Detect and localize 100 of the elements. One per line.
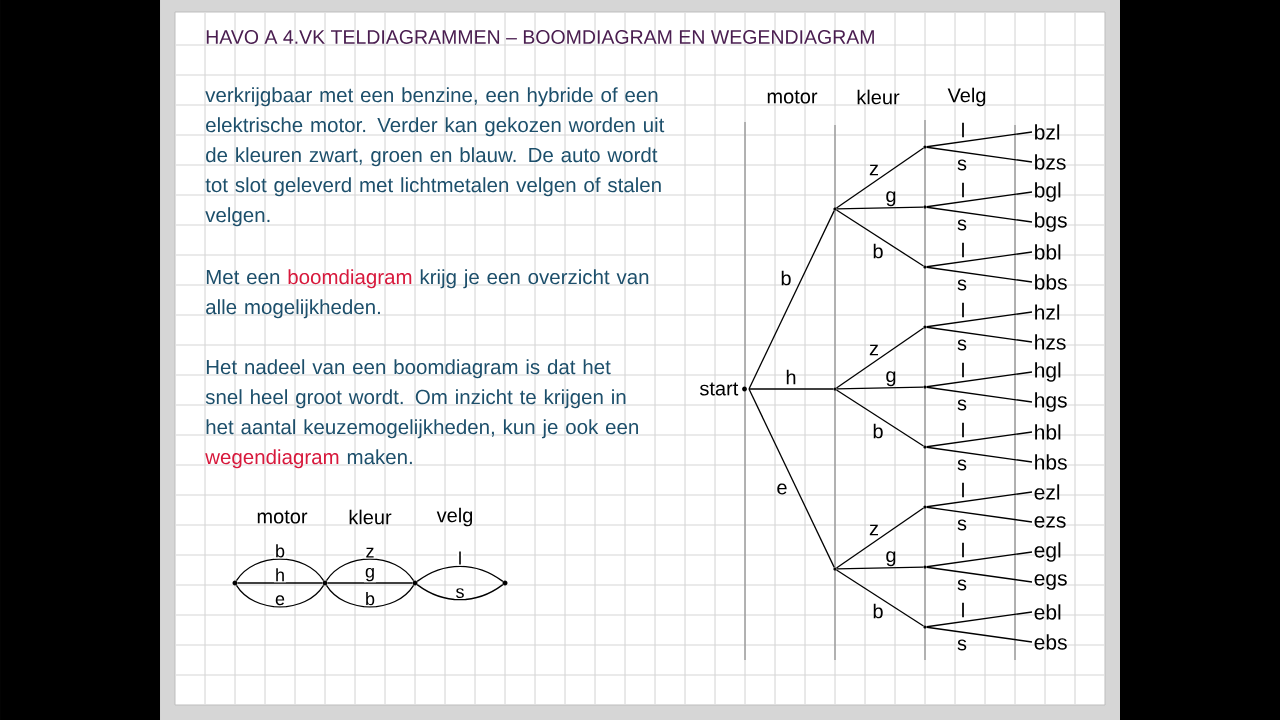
outcome-label: hbl (1035, 424, 1061, 440)
outcome-label: bgl (1035, 182, 1061, 202)
edge-label: b (873, 423, 883, 439)
branch-line (836, 566, 924, 570)
branch-line (926, 191, 1033, 208)
edge-label: z (364, 546, 376, 559)
branch-point (923, 385, 927, 389)
outcome-label: bbs (1035, 274, 1067, 290)
edge-label: s (957, 339, 967, 351)
branch-line (926, 251, 1033, 268)
paragraph: verkrijgbaar met een benzine, een hybride of een elektrische motor. Verder kan gekozen worden uit de kleuren zwart, groen en blauw. De auto wordt tot slot geleverd met lichtmetalen velgen of stalen velgen. (205, 87, 665, 227)
edge-label: l (962, 182, 964, 198)
branch-line (748, 388, 834, 390)
branch-point (833, 207, 837, 211)
route-line (325, 558, 415, 582)
edge-label: h (786, 369, 796, 385)
branch-line (926, 371, 1033, 388)
edge-label: l (457, 550, 463, 566)
branch-line (926, 611, 1033, 628)
outcome-label: ebl (1034, 604, 1061, 620)
edge-label: l (962, 242, 964, 258)
branch-point (923, 145, 927, 149)
branch-line (835, 507, 925, 569)
edge-label: z (869, 164, 878, 176)
edge-label: l (962, 122, 964, 138)
outcome-label: ezl (1034, 484, 1060, 500)
outcome-label: bbl (1035, 244, 1061, 260)
branch-line (748, 209, 835, 390)
branch-line (926, 206, 1033, 223)
outcome-label: bzl (1035, 124, 1060, 140)
edge-label: z (869, 524, 878, 536)
edge-label: s (454, 587, 466, 599)
branch-line (926, 386, 1033, 403)
edge-label: g (886, 371, 896, 387)
branch-point (833, 567, 837, 571)
branch-line (926, 431, 1033, 448)
branch-line (835, 389, 925, 447)
branch-line (835, 327, 925, 389)
branch-point (923, 325, 927, 329)
edge-label: s (957, 399, 967, 411)
branch-point (923, 265, 927, 269)
edge-label: z (869, 344, 878, 356)
outcome-label: ezs (1034, 516, 1066, 528)
outcome-label: egs (1034, 574, 1067, 590)
edge-label: b (274, 543, 286, 559)
edge-label: l (962, 362, 964, 378)
route-line (325, 584, 415, 608)
edge-label: b (873, 603, 883, 619)
paragraph: Het nadeel van een boomdiagram is dat het snel heel groot wordt. Om inzicht te krijgen in het aantal keuzemogelijkheden, kun je ook een wegendiagram maken. (205, 359, 638, 469)
branch-line (926, 551, 1033, 568)
edge-label: s (957, 579, 967, 591)
branch-point (923, 505, 927, 509)
branch-line (926, 311, 1033, 328)
paragraph: Met een boomdiagram krijg je een overzicht van alle mogelijkheden. (206, 269, 649, 319)
edge-label: s (957, 279, 967, 291)
branch-line (926, 446, 1033, 463)
edge-label: l (962, 542, 964, 558)
outcome-label: hzs (1035, 334, 1066, 350)
outcome-label: bgs (1035, 212, 1067, 232)
outcome-label: bzs (1035, 154, 1066, 170)
route-line (235, 584, 325, 608)
start-label: start (699, 382, 739, 396)
branch-point (923, 445, 927, 449)
edge-label: b (873, 243, 883, 259)
branch-point (833, 387, 837, 391)
branch-line (926, 491, 1033, 508)
column-header: kleur (857, 89, 900, 105)
outcome-label: hgl (1035, 362, 1061, 382)
edge-label: s (957, 159, 967, 171)
branch-line (926, 506, 1033, 523)
branch-line (748, 388, 835, 568)
outcome-label: egl (1034, 542, 1061, 562)
branch-line (926, 266, 1033, 283)
column-header: motor (257, 510, 308, 524)
branch-line (926, 146, 1033, 163)
title: HAVO A 4.VK TELDIAGRAMMEN – BOOMDIAGRAM EN WEGENDIAGRAM (206, 30, 874, 44)
outcome-label: hgs (1035, 392, 1067, 412)
edge-label: l (962, 422, 964, 438)
edge-label: s (957, 519, 967, 531)
edge-label: s (957, 219, 967, 231)
edge-label: h (274, 567, 286, 583)
branch-line (836, 206, 924, 210)
branch-line (926, 626, 1033, 643)
column-header: kleur (349, 509, 392, 525)
edge-label: l (962, 602, 964, 618)
branch-line (836, 386, 924, 390)
branch-line (835, 147, 925, 209)
route-line (416, 565, 504, 582)
edge-label: e (274, 594, 286, 607)
route-line (237, 582, 323, 584)
route-line (416, 583, 504, 601)
branch-line (926, 566, 1033, 583)
branch-point (923, 205, 927, 209)
edge-label: g (886, 551, 896, 567)
edge-label: s (957, 459, 967, 471)
route-line (235, 558, 325, 582)
column-header: motor (767, 90, 818, 104)
branch-point (923, 625, 927, 629)
branch-line (926, 326, 1033, 343)
column-header: velg (436, 507, 473, 527)
